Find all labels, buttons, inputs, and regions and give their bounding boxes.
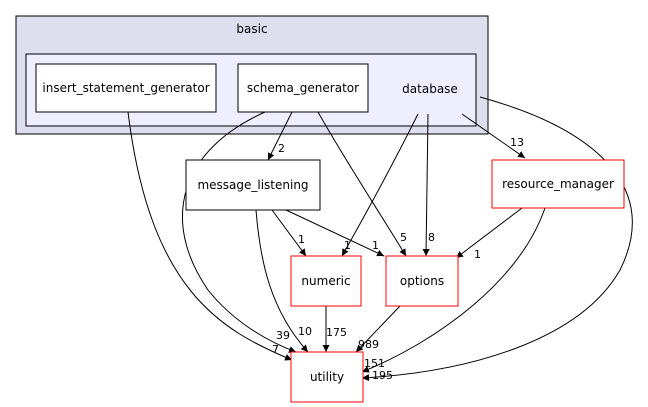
svg-text:insert_statement_generator: insert_statement_generator: [42, 81, 209, 95]
edge-label: 39: [276, 329, 290, 342]
edge-label: 1: [298, 233, 305, 246]
edge-label: 151: [364, 357, 385, 370]
edge-options-to-utility: [355, 305, 401, 353]
node-insert-statement-generator[interactable]: insert_statement_generator: [35, 63, 217, 113]
edges: 2 13 1 1 1 5 8 1 39 10 175 989 7 151 195: [127, 96, 633, 382]
cluster-database-label: database: [402, 82, 458, 96]
edge-label: 1: [474, 248, 481, 261]
node-numeric[interactable]: numeric: [290, 255, 362, 307]
edge-label: 5: [400, 231, 407, 244]
node-schema-generator[interactable]: schema_generator: [237, 63, 369, 113]
edge-label: 2: [278, 142, 285, 155]
edge-label: 1: [344, 239, 351, 252]
edge-insert-to-utility: [127, 111, 293, 361]
edge-database-to-numeric: [341, 113, 419, 257]
edge-label: 1: [372, 239, 379, 252]
svg-text:options: options: [400, 274, 444, 288]
edge-schema-to-utility: [182, 111, 297, 353]
cluster-basic-label: basic: [236, 22, 267, 36]
edge-label: 7: [272, 343, 279, 356]
node-options[interactable]: options: [385, 255, 459, 307]
edge-schema-to-message-listening: [267, 111, 293, 161]
svg-text:resource_manager: resource_manager: [502, 177, 614, 191]
edge-message-listening-to-utility: [255, 209, 309, 353]
edge-database-to-options: [422, 113, 430, 257]
svg-text:message_listening: message_listening: [197, 178, 308, 192]
svg-text:numeric: numeric: [301, 274, 350, 288]
edge-label: 10: [298, 325, 312, 338]
node-message-listening[interactable]: message_listening: [185, 159, 321, 211]
edge-resource-manager-to-utility: [361, 207, 546, 373]
svg-text:schema_generator: schema_generator: [247, 81, 359, 95]
edge-schema-to-options: [317, 111, 407, 257]
node-resource-manager[interactable]: resource_manager: [491, 159, 625, 209]
edge-message-listening-to-numeric: [271, 209, 307, 257]
edge-resource-manager-to-options: [455, 207, 523, 259]
edge-label: 8: [428, 231, 435, 244]
edge-label: 195: [372, 369, 393, 382]
node-utility[interactable]: utility: [290, 351, 364, 403]
edge-database-to-utility: [361, 96, 633, 382]
edge-label: 175: [326, 326, 347, 339]
svg-text:utility: utility: [310, 370, 344, 384]
edge-label: 13: [510, 136, 524, 149]
edge-message-listening-to-options: [285, 209, 385, 257]
edge-label: 989: [358, 338, 379, 351]
edge-database-to-resource-manager: [461, 113, 526, 159]
